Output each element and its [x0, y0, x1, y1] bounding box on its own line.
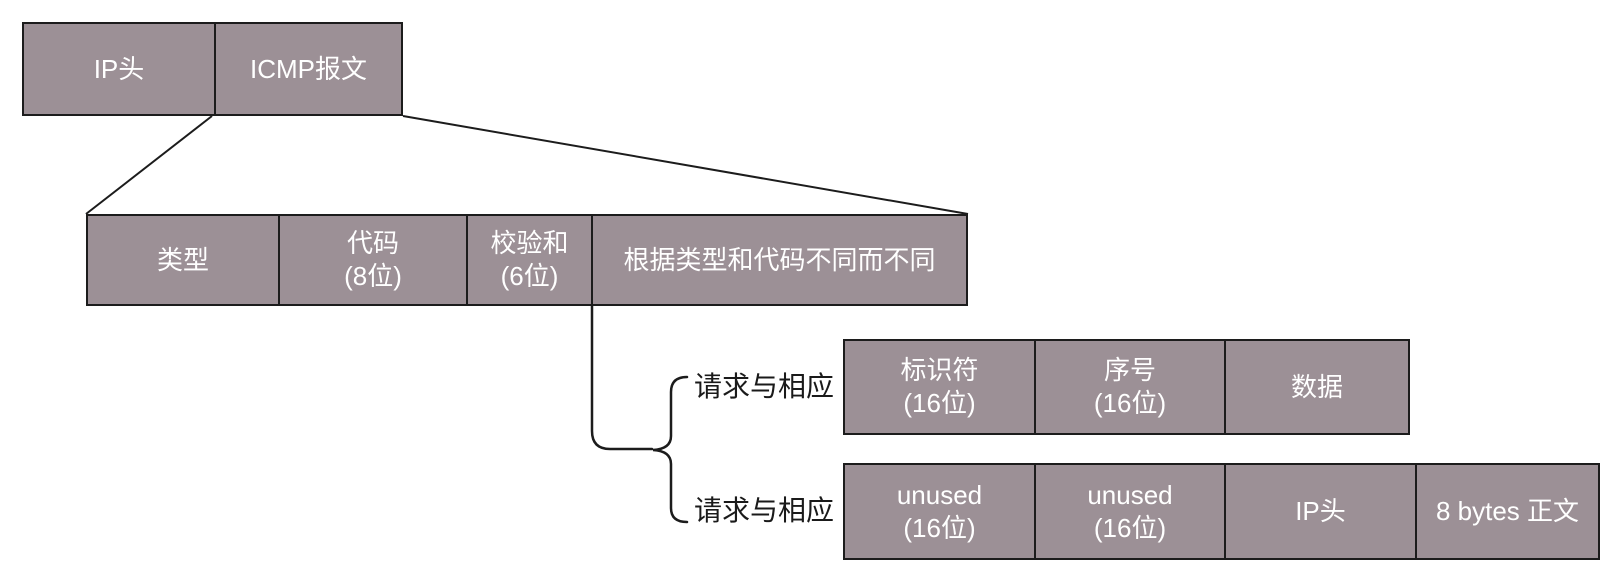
cell-text: (6位) [500, 261, 559, 291]
cell-unused-2: unused (16位) [1034, 465, 1224, 558]
cell-text: 类型 [156, 244, 209, 275]
branch-label-error: 请求与相应 [694, 495, 835, 526]
cell-text: IP头 [1295, 496, 1346, 526]
cell-text: (16位) [903, 512, 976, 543]
cell-type: 类型 [88, 216, 278, 304]
cell-text: IP头 [93, 53, 145, 84]
error-body-row: unused (16位) unused (16位) IP头 8 bytes 正文 [843, 463, 1600, 560]
cell-text: 根据类型和代码不同而不同 [623, 244, 936, 275]
cell-text: (16位) [1093, 512, 1167, 543]
cell-text: 标识符 [900, 355, 979, 385]
cell-8bytes-body: 8 bytes 正文 [1415, 465, 1598, 558]
cell-text: 8 bytes 正文 [1435, 496, 1580, 526]
cell-code: 代码 (8位) [278, 216, 466, 304]
cell-unused-1: unused (16位) [845, 465, 1034, 558]
cell-text: 代码 [346, 228, 399, 258]
ip-packet-row: IP头 ICMP报文 [22, 22, 403, 116]
expansion-line-right [402, 115, 969, 215]
curly-brace [652, 375, 689, 524]
expansion-line-left [85, 115, 213, 215]
cell-sequence: 序号 (16位) [1034, 341, 1224, 433]
cell-text: 校验和 [490, 228, 569, 258]
cell-checksum: 校验和 (6位) [466, 216, 591, 304]
cell-text: (8位) [344, 261, 402, 291]
branch-connector-line [590, 304, 654, 451]
cell-text: (16位) [1093, 388, 1167, 418]
icmp-header-row: 类型 代码 (8位) 校验和 (6位) 根据类型和代码不同而不同 [86, 214, 968, 306]
cell-text: 序号 [1103, 355, 1156, 385]
cell-icmp-message: ICMP报文 [214, 24, 401, 114]
echo-body-row: 标识符 (16位) 序号 (16位) 数据 [843, 339, 1410, 435]
cell-identifier: 标识符 (16位) [845, 341, 1034, 433]
cell-ip-header-copy: IP头 [1224, 465, 1415, 558]
cell-variable-part: 根据类型和代码不同而不同 [591, 216, 966, 304]
cell-text: unused [1087, 479, 1173, 510]
cell-text: (16位) [903, 388, 976, 418]
branch-label-echo: 请求与相应 [694, 371, 835, 402]
cell-text: unused [896, 479, 983, 510]
cell-data: 数据 [1224, 341, 1408, 433]
cell-text: 数据 [1290, 371, 1343, 402]
cell-text: ICMP报文 [249, 53, 367, 84]
cell-ip-header: IP头 [24, 24, 214, 114]
